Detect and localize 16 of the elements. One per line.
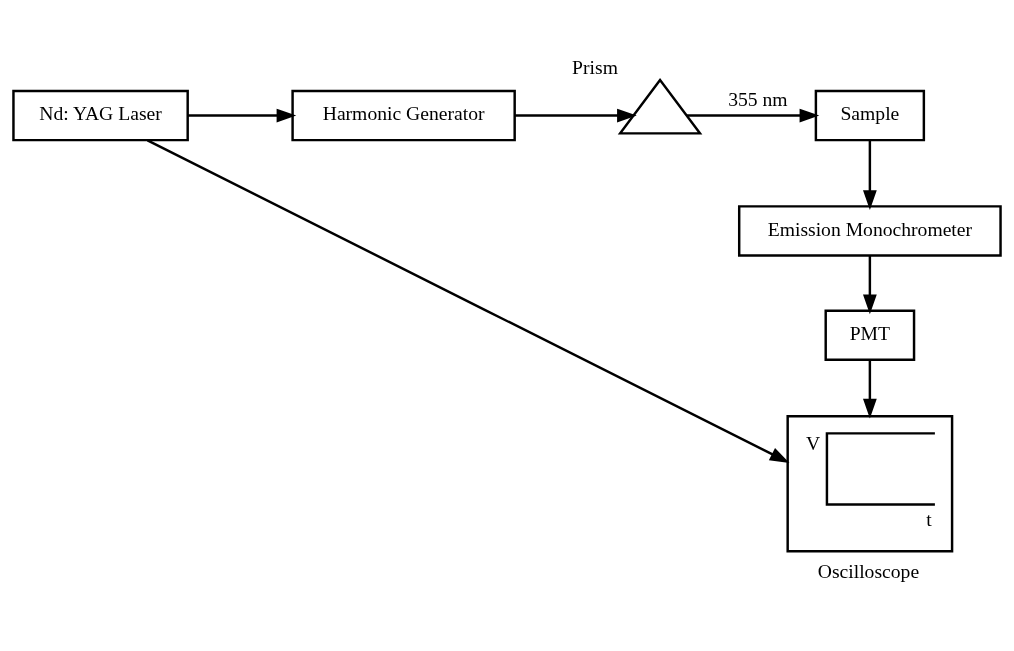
arrow xyxy=(147,138,790,463)
node-box: Nd: YAG Laser xyxy=(12,89,189,141)
arrow xyxy=(863,359,877,418)
node-label: Oscilloscope xyxy=(817,560,920,582)
node-box: Sample xyxy=(814,89,926,141)
node-box: Emission Monochrometer xyxy=(737,204,1002,257)
arrow xyxy=(863,139,877,210)
node-box: PMT xyxy=(824,308,916,361)
node-box: V t xyxy=(786,414,954,552)
node-label: Prism xyxy=(572,56,618,78)
arrow xyxy=(863,255,877,314)
arrow xyxy=(514,108,637,122)
arrow xyxy=(187,108,297,122)
node-box: Harmonic Generator xyxy=(291,89,516,141)
edge-label: 355 nm xyxy=(728,88,788,110)
arrow xyxy=(687,108,820,122)
